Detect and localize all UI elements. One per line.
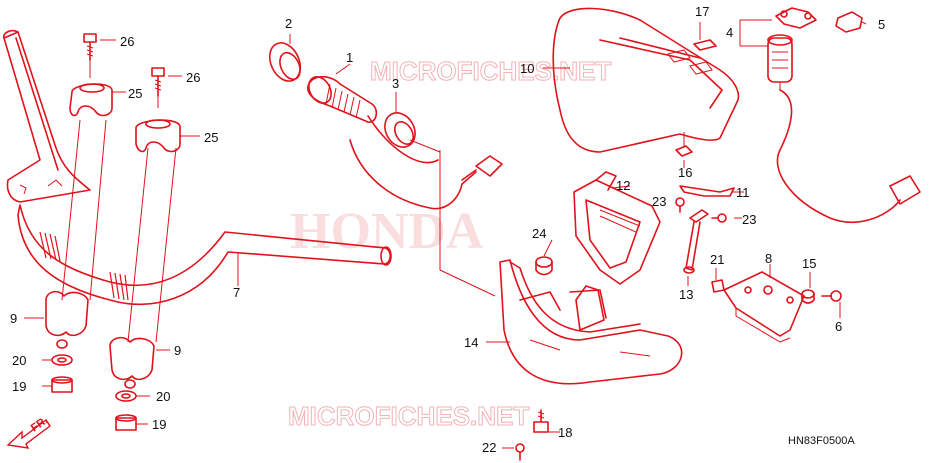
- nut-right: [115, 417, 137, 431]
- screw-23-left: [675, 197, 685, 213]
- front-direction-label: FR.: [29, 414, 50, 434]
- bolt-6: [821, 290, 842, 302]
- bracket-8: [723, 271, 805, 343]
- holder-guide-lines: [61, 50, 177, 343]
- diagram-code: HN83F0500A: [788, 435, 855, 447]
- callout-5: 5: [878, 17, 885, 32]
- callout-20-right: 20: [156, 389, 170, 404]
- callout-19-left: 19: [12, 379, 26, 394]
- callout-15: 15: [802, 256, 816, 271]
- callout-10: 10: [520, 61, 534, 76]
- callout-8: 8: [765, 251, 772, 266]
- callout-18: 18: [558, 425, 572, 440]
- bottom-watermark: MICROFICHES.NET: [288, 401, 529, 431]
- handlebar-lower-cover: [499, 259, 683, 385]
- handlebar-bolt-upper-right: [151, 67, 165, 97]
- callout-23-right: 23: [742, 212, 756, 227]
- callout-labels: 26 26 25 25 9 9 20 20 19 19 7 2 1 3 10 1…: [10, 4, 885, 455]
- callout-2: 2: [285, 16, 292, 31]
- washer-left: [51, 354, 73, 366]
- callout-17: 17: [695, 4, 709, 19]
- callout-1: 1: [346, 50, 353, 65]
- screw-22: [515, 443, 525, 461]
- callout-14: 14: [464, 335, 478, 350]
- lower-holder-right: [109, 336, 155, 389]
- accessory-socket: [767, 7, 921, 223]
- cover-stay: [679, 185, 735, 197]
- bolt-15: [801, 289, 815, 304]
- callout-7: 7: [233, 285, 240, 300]
- callout-3: 3: [392, 76, 399, 91]
- callout-9-left: 9: [10, 311, 17, 326]
- handlebar-bolt-upper-left: [83, 33, 97, 61]
- callout-23-left: 23: [652, 194, 666, 209]
- screw-23-right: [711, 213, 727, 223]
- front-direction-arrow-icon: FR.: [6, 414, 51, 449]
- collar-21: [711, 279, 725, 293]
- callout-24: 24: [532, 226, 546, 241]
- washer-right: [115, 390, 137, 402]
- upper-holder-right: [135, 119, 181, 153]
- callout-25-lower: 25: [204, 130, 218, 145]
- collar-24: [535, 256, 553, 276]
- callout-16: 16: [678, 165, 692, 180]
- grip-collar: [384, 112, 416, 148]
- callout-19-right: 19: [152, 417, 166, 432]
- callout-22: 22: [482, 440, 496, 455]
- callout-4: 4: [726, 25, 733, 40]
- cover-grommet-17: [693, 39, 717, 51]
- callout-26-lower: 26: [186, 70, 200, 85]
- throttle-grip: [307, 75, 477, 210]
- callout-21: 21: [710, 252, 724, 267]
- grip-cap: [268, 42, 302, 82]
- callout-13: 13: [679, 287, 693, 302]
- lower-holder-left: [45, 290, 89, 349]
- cover-grommet-16: [675, 145, 693, 157]
- callout-20-left: 20: [12, 353, 26, 368]
- callout-26-upper: 26: [120, 34, 134, 49]
- top-watermark: MICROFICHES.NET: [370, 56, 611, 86]
- grip-heater-connector: [461, 155, 503, 181]
- callout-9-right: 9: [174, 343, 181, 358]
- upper-holder-left: [69, 83, 113, 117]
- leader-lines: [24, 21, 867, 449]
- callout-6: 6: [835, 319, 842, 334]
- screw-18: [533, 409, 549, 433]
- callout-11: 11: [736, 185, 750, 200]
- leader-3: [409, 139, 441, 153]
- meter-bracket: [573, 171, 661, 285]
- callout-12: 12: [616, 178, 630, 193]
- nut-left: [51, 379, 73, 393]
- honda-watermark: HONDA: [290, 203, 484, 260]
- socket-cap: [835, 11, 863, 33]
- handlebar-upper-cover: [552, 7, 740, 153]
- callout-25-upper: 25: [128, 86, 142, 101]
- stay-13: [683, 209, 709, 274]
- handlebar: [2, 29, 392, 306]
